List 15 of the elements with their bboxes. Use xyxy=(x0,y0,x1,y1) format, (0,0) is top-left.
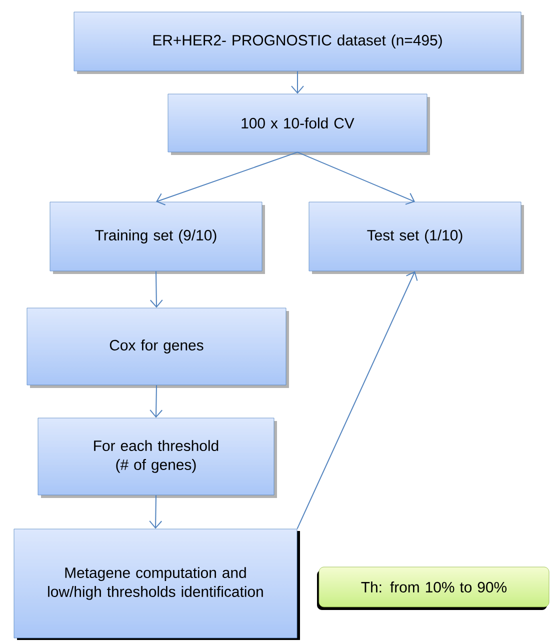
process-box: Training set (9/10) xyxy=(50,202,265,274)
process-box: ER+HER2- PROGNOSTIC dataset (n=495) xyxy=(74,12,524,74)
process-box: Cox for genes xyxy=(26,308,289,388)
note-box: Th: from 10% to 90% xyxy=(317,566,550,610)
arrow xyxy=(149,494,162,529)
arrow xyxy=(156,152,298,206)
process-box: Test set (1/10) xyxy=(308,202,524,274)
process-box: For each threshold (# of genes) xyxy=(38,418,277,498)
arrow xyxy=(296,271,418,530)
arrow xyxy=(150,270,163,308)
process-box: Metagene computation and low/high thresholds identification xyxy=(14,528,300,640)
arrow xyxy=(297,152,415,205)
process-box: 100 x 10-fold CV xyxy=(168,94,430,155)
arrow xyxy=(291,70,304,94)
arrow xyxy=(150,384,163,418)
